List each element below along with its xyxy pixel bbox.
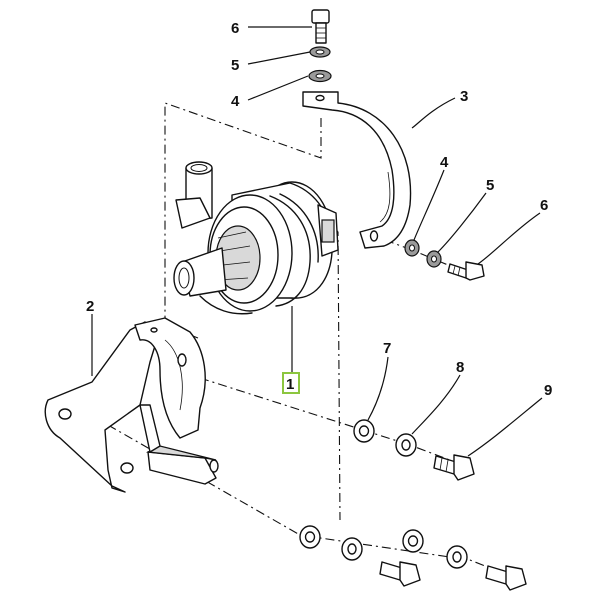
spring-washer-8-bottom <box>341 537 363 561</box>
callout-4-right: 4 <box>440 154 449 171</box>
bolt-9-mid <box>433 454 475 481</box>
spring-washer-5-right <box>426 250 442 268</box>
bolt-6-right <box>447 261 485 281</box>
callouts: 6 5 4 3 4 5 6 2 7 8 9 1 <box>86 20 552 399</box>
callout-5-top: 5 <box>231 57 239 74</box>
callout-6-top: 6 <box>231 20 239 37</box>
flat-washer-7-bottom <box>299 525 321 549</box>
bolt-9-bottom-right <box>485 565 527 591</box>
bolt-9-bottom-left <box>379 561 421 587</box>
flat-washer-4-top <box>308 69 332 83</box>
callout-3: 3 <box>460 88 468 105</box>
callout-5-right: 5 <box>486 177 494 194</box>
callout-8: 8 <box>456 359 464 376</box>
leader-lines <box>91 26 543 457</box>
flat-washer-7-mid <box>353 419 375 443</box>
flat-washer-4-right <box>404 239 420 257</box>
clamp-strap-3 <box>302 91 412 249</box>
callout-4-top: 4 <box>231 93 240 110</box>
spring-washer-8-bottom-right <box>446 545 468 569</box>
callout-2: 2 <box>86 298 94 315</box>
spring-washer-8-mid <box>395 433 417 457</box>
pump-1 <box>173 161 339 315</box>
callout-9: 9 <box>544 382 552 399</box>
bolt-6-top <box>311 9 330 44</box>
flat-washer-7-bottom-right <box>402 529 424 553</box>
callout-1: 1 <box>286 376 294 393</box>
bracket-2 <box>44 317 219 493</box>
callout-7: 7 <box>383 340 391 357</box>
callout-1-highlight-box <box>282 372 300 394</box>
spring-washer-5-top <box>309 46 331 58</box>
callout-6-right: 6 <box>540 197 548 214</box>
